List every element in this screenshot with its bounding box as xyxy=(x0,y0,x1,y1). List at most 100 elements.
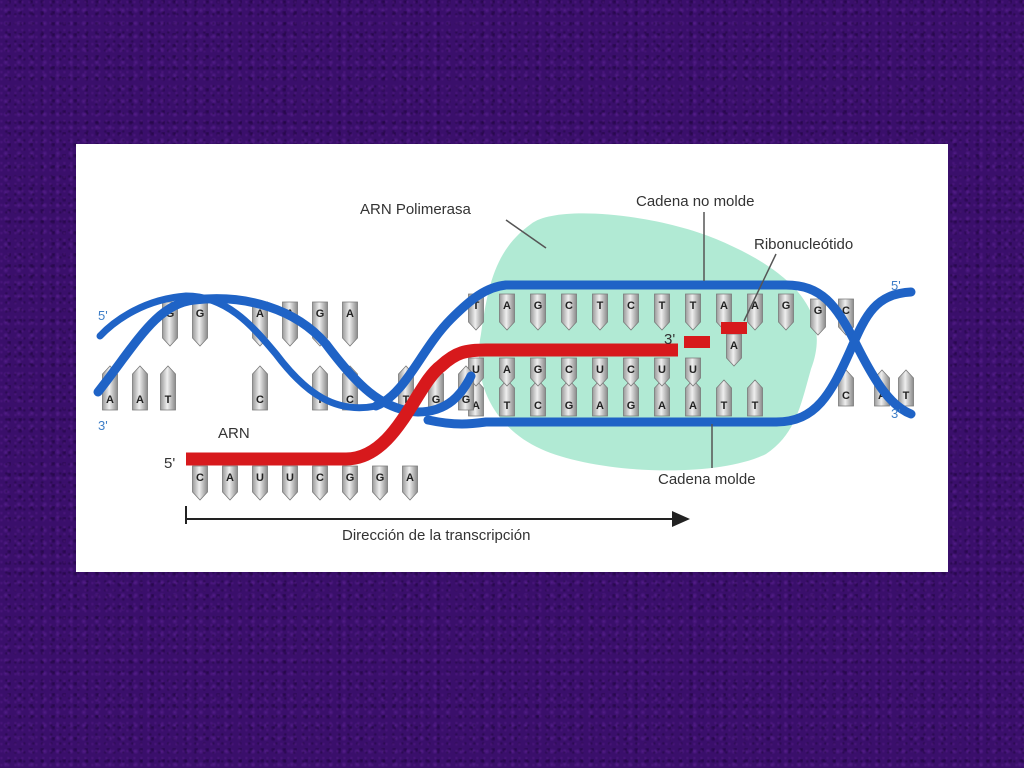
non-template-base: G xyxy=(530,293,546,331)
template-base: G xyxy=(561,379,577,417)
svg-text:C: C xyxy=(534,400,542,412)
non-template-base: T xyxy=(654,293,670,331)
svg-text:G: G xyxy=(627,400,636,412)
svg-text:U: U xyxy=(286,472,294,484)
rna-paired-base: G xyxy=(530,357,546,387)
svg-text:A: A xyxy=(720,300,728,312)
svg-text:G: G xyxy=(196,308,205,320)
rna-paired-base: U xyxy=(685,357,701,387)
ribonucleotide-block xyxy=(721,322,747,334)
svg-text:G: G xyxy=(814,305,823,317)
left-helix-bottom-base: T xyxy=(160,365,176,411)
rna-tail-base: G xyxy=(372,465,388,501)
svg-text:C: C xyxy=(627,300,635,312)
rna-paired-base: C xyxy=(623,357,639,387)
rna-paired-base: C xyxy=(561,357,577,387)
rna-paired-base: U xyxy=(592,357,608,387)
dna-5-end-left: 5' xyxy=(98,308,108,323)
right-helix-base: T xyxy=(898,369,914,407)
template-base: G xyxy=(623,379,639,417)
svg-text:C: C xyxy=(842,390,850,402)
svg-text:G: G xyxy=(376,472,385,484)
svg-text:T: T xyxy=(721,400,728,412)
svg-text:T: T xyxy=(504,400,511,412)
rna-tail-base: C xyxy=(312,465,328,501)
non-template-base: A xyxy=(499,293,515,331)
svg-text:G: G xyxy=(782,300,791,312)
rna-tail-base: A xyxy=(222,465,238,501)
polymerase-pointer xyxy=(505,219,547,249)
non-template-base: C xyxy=(623,293,639,331)
svg-text:A: A xyxy=(106,394,114,406)
rna-tail-base: U xyxy=(252,465,268,501)
svg-text:U: U xyxy=(256,472,264,484)
ribonucleotide-label: Ribonucleótido xyxy=(754,236,853,253)
template-base: A xyxy=(592,379,608,417)
left-helix-bottom-base: A xyxy=(132,365,148,411)
non-template-label: Cadena no molde xyxy=(636,193,754,210)
rna-tail-base: C xyxy=(192,465,208,501)
rna-tail-base: U xyxy=(282,465,298,501)
template-base: T xyxy=(499,379,515,417)
svg-text:G: G xyxy=(565,400,574,412)
svg-text:A: A xyxy=(406,472,414,484)
template-base: A xyxy=(685,379,701,417)
svg-text:C: C xyxy=(256,394,264,406)
template-base: A xyxy=(654,379,670,417)
svg-text:A: A xyxy=(256,308,264,320)
left-helix-backbone-b xyxy=(96,292,380,412)
left-helix-top-base: G xyxy=(192,301,208,347)
svg-text:A: A xyxy=(689,400,697,412)
left-helix-backbone-c xyxy=(371,280,511,411)
svg-text:C: C xyxy=(196,472,204,484)
direction-arrow-head xyxy=(672,511,690,527)
svg-text:C: C xyxy=(346,394,354,406)
svg-text:A: A xyxy=(346,308,354,320)
svg-text:C: C xyxy=(565,364,573,376)
dna-3-end-left: 3' xyxy=(98,418,108,433)
svg-text:G: G xyxy=(166,308,175,320)
dna-3-end-right: 3' xyxy=(891,406,901,421)
svg-text:G: G xyxy=(534,300,543,312)
non-template-base: T xyxy=(685,293,701,331)
svg-text:T: T xyxy=(403,394,410,406)
template-label: Cadena molde xyxy=(658,471,756,488)
svg-text:T: T xyxy=(473,300,480,312)
svg-text:A: A xyxy=(751,300,759,312)
rna-tail-base: A xyxy=(402,465,418,501)
svg-text:A: A xyxy=(596,400,604,412)
svg-text:T: T xyxy=(165,394,172,406)
rna-tail-base: G xyxy=(342,465,358,501)
non-template-base: A xyxy=(747,293,763,331)
svg-text:A: A xyxy=(503,300,511,312)
svg-text:A: A xyxy=(730,340,738,352)
direction-label: Dirección de la transcripción xyxy=(342,527,530,544)
svg-text:U: U xyxy=(689,364,697,376)
left-helix-bottom-base: C xyxy=(252,365,268,411)
svg-text:T: T xyxy=(752,400,759,412)
svg-text:A: A xyxy=(226,472,234,484)
svg-text:A: A xyxy=(658,400,666,412)
non-template-base: C xyxy=(561,293,577,331)
rna-paired-base: U xyxy=(654,357,670,387)
svg-text:U: U xyxy=(658,364,666,376)
template-backbone xyxy=(423,415,781,429)
rna-label: ARN xyxy=(218,425,250,442)
ribonucleotide-pointer xyxy=(743,253,777,322)
rna-5-end: 5' xyxy=(164,455,175,472)
svg-text:A: A xyxy=(472,400,480,412)
svg-text:A: A xyxy=(136,394,144,406)
svg-text:G: G xyxy=(534,364,543,376)
svg-text:U: U xyxy=(596,364,604,376)
svg-text:C: C xyxy=(565,300,573,312)
rna-paired-base: A xyxy=(499,357,515,387)
svg-text:T: T xyxy=(659,300,666,312)
right-helix-base: G xyxy=(810,298,826,336)
polymerase-label: ARN Polimerasa xyxy=(360,201,472,218)
dna-backbones xyxy=(93,280,916,429)
svg-text:T: T xyxy=(690,300,697,312)
non-template-base: G xyxy=(778,293,794,331)
